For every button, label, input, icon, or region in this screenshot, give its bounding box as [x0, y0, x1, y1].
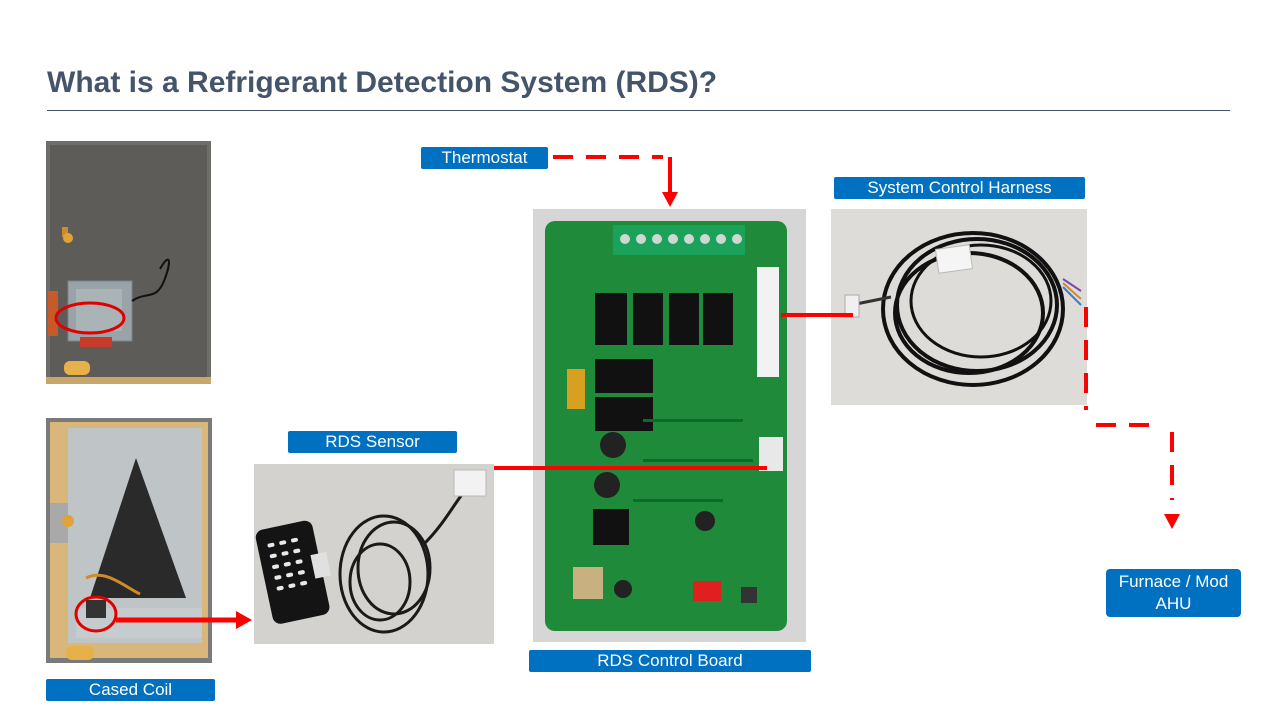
slide-title: What is a Refrigerant Detection System (… — [47, 66, 718, 99]
label-furnace-line1: Furnace / Mod — [1118, 572, 1229, 591]
label-rds-control-board: RDS Control Board — [529, 650, 811, 672]
cased-coil-front-image — [46, 141, 211, 384]
label-system-control-harness: System Control Harness — [834, 177, 1085, 199]
coil-to-sensor-arrowhead — [236, 611, 252, 629]
label-rds-sensor: RDS Sensor — [288, 431, 457, 453]
label-furnace-mod-ahu: Furnace / Mod AHU — [1106, 569, 1241, 617]
rds-control-board-image — [533, 209, 806, 642]
furnace-arrowhead — [1164, 514, 1180, 529]
title-divider — [47, 110, 1230, 111]
label-cased-coil: Cased Coil — [46, 679, 215, 701]
label-furnace-line2: AHU — [1155, 594, 1192, 613]
system-control-harness-image — [831, 209, 1087, 405]
rds-sensor-image — [254, 464, 494, 644]
thermostat-arrowhead — [662, 192, 678, 207]
label-thermostat: Thermostat — [421, 147, 548, 169]
